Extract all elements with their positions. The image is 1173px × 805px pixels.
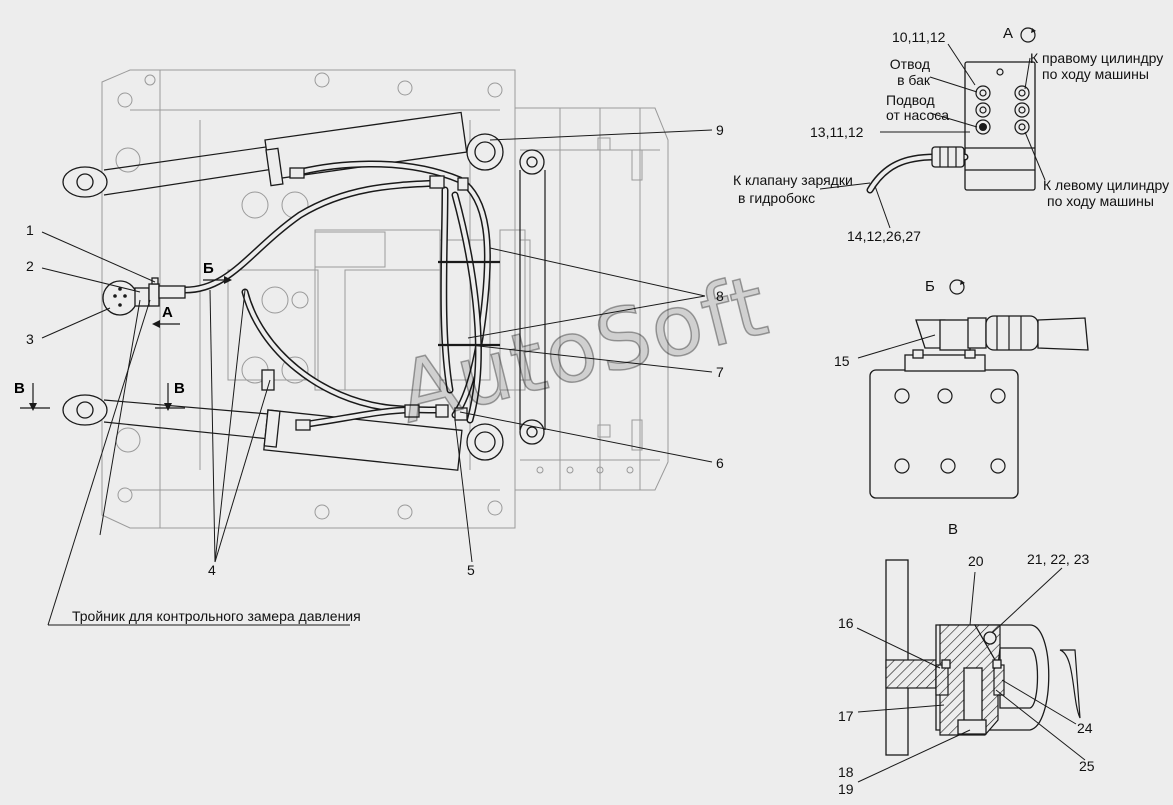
callout-3: 3 xyxy=(26,331,34,347)
left-cyl-note-line1: К левому цилиндру xyxy=(1043,177,1170,193)
leader-lines-main xyxy=(41,129,713,626)
callout-14-12-26-27: 14,12,26,27 xyxy=(847,228,921,244)
frame-plate xyxy=(101,69,669,529)
callout-6: 6 xyxy=(716,455,724,471)
callout-9: 9 xyxy=(716,122,724,138)
callout-25: 25 xyxy=(1079,758,1095,774)
callout-19: 19 xyxy=(838,781,854,797)
pump-note-line2: от насоса xyxy=(886,107,950,123)
section-marks xyxy=(20,276,232,411)
valve-note-line1: К клапану зарядки xyxy=(733,172,853,188)
section-arrow-v-right: В xyxy=(174,380,185,397)
view-a-valve-block xyxy=(819,27,1046,229)
valve-note-line2: в гидробокс xyxy=(738,190,816,206)
section-arrow-a: А xyxy=(162,304,173,321)
view-v-title: В xyxy=(948,521,959,538)
callout-21-22-23: 21, 22, 23 xyxy=(1027,551,1090,567)
callout-17: 17 xyxy=(838,708,854,724)
view-a-title: А xyxy=(1003,25,1014,42)
tank-note-line1: Отвод xyxy=(889,56,930,72)
tee-note: Тройник для контрольного замера давления xyxy=(72,608,361,624)
callout-10-11-12: 10,11,12 xyxy=(892,29,946,45)
callout-18: 18 xyxy=(838,764,854,780)
callout-4: 4 xyxy=(208,562,216,578)
callout-7: 7 xyxy=(716,364,724,380)
view-v-section xyxy=(856,559,1086,783)
callout-8: 8 xyxy=(716,288,724,304)
pump-note-line1: Подвод xyxy=(886,92,935,108)
hydraulic-hoses xyxy=(181,160,500,431)
callout-20: 20 xyxy=(968,553,984,569)
pivot-upper xyxy=(466,133,546,430)
section-arrow-v-left: В xyxy=(14,380,25,397)
pivot-lower xyxy=(466,419,545,461)
callout-5: 5 xyxy=(467,562,475,578)
callout-13-11-12: 13,11,12 xyxy=(810,124,864,140)
left-cyl-note-line2: по ходу машины xyxy=(1047,193,1154,209)
callout-2: 2 xyxy=(26,258,34,274)
right-cyl-note-line2: по ходу машины xyxy=(1042,66,1149,82)
tank-note-line2: в бак xyxy=(897,72,930,88)
callout-16: 16 xyxy=(838,615,854,631)
callout-15: 15 xyxy=(834,353,850,369)
section-arrow-b: Б xyxy=(203,260,214,277)
callout-1: 1 xyxy=(26,222,34,238)
view-b-fitting xyxy=(857,279,1089,499)
right-cyl-note-line1: К правому цилиндру xyxy=(1030,50,1164,66)
view-b-title: Б xyxy=(925,278,935,295)
callout-24: 24 xyxy=(1077,720,1093,736)
